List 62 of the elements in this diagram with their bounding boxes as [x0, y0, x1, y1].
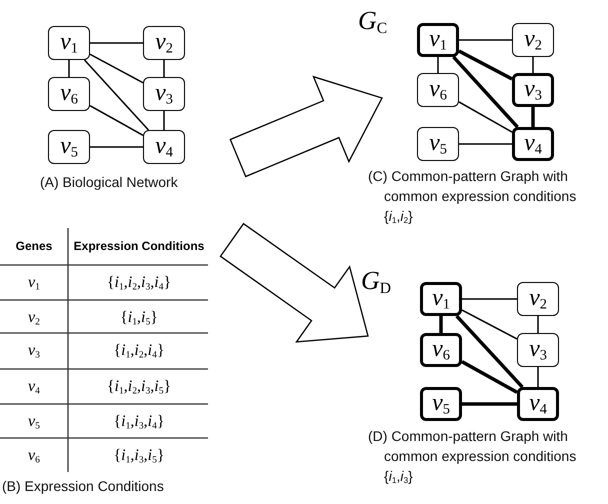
vertex-box: v$_{4}$: [143, 130, 185, 164]
vertex-box: v$_{5}$: [417, 127, 459, 161]
edge-line: [537, 367, 539, 387]
vertex-box: v$_{2}$: [517, 282, 559, 316]
panel-caption: (A) Biological Network: [40, 173, 179, 192]
column-header: Genes: [14, 240, 54, 252]
vertex-box: v$_{1}$: [417, 23, 459, 57]
vertex-box: v$_{6}$: [48, 77, 90, 111]
edge-line: [68, 60, 70, 77]
edge-line: [459, 39, 512, 41]
edge-line: [461, 360, 518, 394]
vertex-box: v$_{4}$: [517, 387, 559, 421]
vertex-box: v$_{2}$: [512, 23, 554, 57]
edge-line: [532, 57, 534, 73]
edge-line: [90, 54, 144, 84]
graph-name: G$_{D}$: [361, 268, 392, 296]
condition-set: {i$_{1}$,i$_{3}$,i$_{5}$}: [112, 448, 166, 465]
vertex-box: v$_{4}$: [512, 127, 554, 161]
edge-line: [90, 105, 144, 136]
edge-line: [90, 42, 143, 44]
edge-line: [462, 402, 517, 406]
edge-line: [90, 146, 143, 148]
panel-caption: (B) Expression Conditions: [2, 477, 165, 496]
panel-caption: (C) Common-pattern Graph with common expression conditions {i$_{1}$,i$_{2}$}: [368, 167, 578, 228]
gene-name: v$_{6}$: [27, 448, 41, 465]
gene-name: v$_{3}$: [27, 343, 41, 360]
graph-name: G$_{C}$: [358, 8, 388, 36]
edge-line: [437, 57, 439, 73]
edge-line: [163, 60, 165, 77]
gene-name: v$_{1}$: [27, 275, 41, 292]
edge-line: [163, 111, 165, 130]
vertex-box: v$_{2}$: [143, 26, 185, 60]
column-header: Expression Conditions: [72, 240, 206, 252]
condition-set: {i$_{1}$,i$_{2}$,i$_{4}$}: [112, 343, 166, 360]
vertex-box: v$_{3}$: [517, 333, 559, 367]
gene-name: v$_{4}$: [27, 379, 41, 396]
edge-line: [537, 316, 539, 333]
gene-name: v$_{2}$: [27, 310, 41, 327]
edge-line: [462, 298, 517, 300]
condition-set: {i$_{1}$,i$_{2}$,i$_{3}$,i$_{4}$}: [106, 275, 172, 292]
condition-set: {i$_{1}$,i$_{3}$,i$_{4}$}: [112, 414, 166, 431]
edge-line: [439, 316, 443, 333]
vertex-box: v$_{5}$: [48, 130, 90, 164]
vertex-box: v$_{6}$: [417, 73, 459, 107]
edge-line: [462, 309, 518, 340]
vertex-box: v$_{5}$: [420, 387, 462, 421]
edge-line: [458, 50, 513, 80]
edge-line: [458, 101, 512, 133]
vertex-box: v$_{1}$: [48, 26, 90, 60]
vertex-box: v$_{3}$: [143, 77, 185, 111]
edge-line: [84, 60, 150, 130]
vertex-box: v$_{6}$: [420, 333, 462, 367]
condition-set: {i$_{1}$,i$_{5}$}: [119, 310, 159, 327]
edge-line: [531, 107, 535, 127]
panel-caption: (D) Common-pattern Graph with common expression conditions {i$_{1}$,i$_{3}$}: [368, 427, 578, 488]
vertex-box: v$_{1}$: [420, 282, 462, 316]
gene-name: v$_{5}$: [27, 414, 41, 431]
edge-line: [455, 314, 524, 388]
condition-set: {i$_{1}$,i$_{2}$,i$_{3}$,i$_{5}$}: [106, 379, 172, 396]
edge-line: [459, 143, 512, 145]
vertex-box: v$_{3}$: [512, 73, 554, 107]
edge-line: [452, 56, 519, 128]
